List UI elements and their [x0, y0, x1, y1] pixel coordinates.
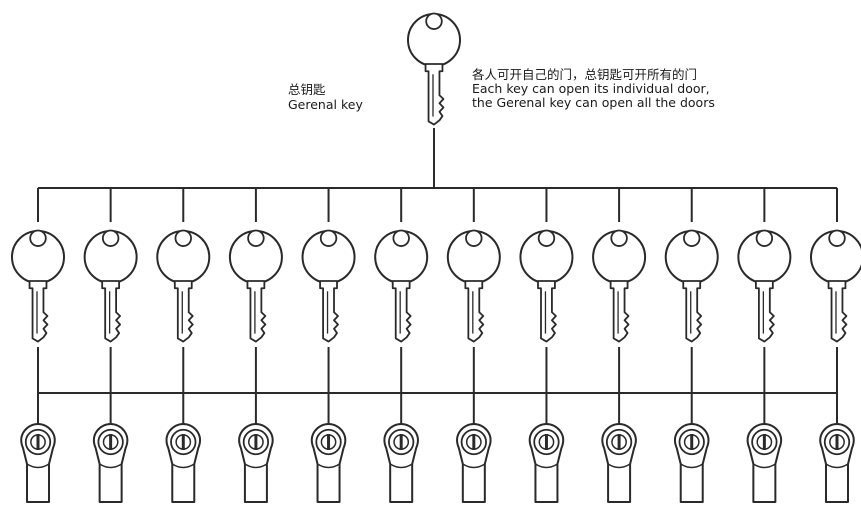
description-en-1: Each key can open its individual door, — [472, 81, 710, 96]
lock-cylinders — [20, 423, 855, 503]
individual-key-4 — [228, 229, 283, 343]
lock-cylinder-8 — [528, 423, 565, 503]
lock-cylinder-11 — [746, 423, 782, 503]
master-key-label-cn: 总钥匙 — [288, 82, 326, 97]
lock-cylinder-9 — [601, 423, 637, 503]
individual-key-2 — [83, 229, 138, 343]
lock-cylinder-10 — [674, 423, 710, 503]
description-en-2: the Gerenal key can open all the doors — [472, 95, 715, 110]
individual-key-6 — [374, 229, 429, 343]
description-text: 各人可开自己的门，总钥匙可开所有的门 Each key can open its… — [472, 68, 715, 110]
individual-key-11 — [737, 229, 792, 343]
connector-lines — [37, 128, 838, 424]
individual-key-1 — [11, 229, 65, 343]
master-key-label: 总钥匙 Gerenal key — [288, 82, 363, 112]
master-key-label-en: Gerenal key — [288, 97, 363, 112]
master-key — [407, 12, 461, 126]
lock-cylinder-1 — [20, 423, 56, 503]
lock-cylinder-12 — [819, 423, 855, 503]
lock-cylinder-2 — [93, 423, 129, 503]
individual-key-12 — [810, 229, 861, 343]
description-cn: 各人可开自己的门，总钥匙可开所有的门 — [472, 67, 698, 82]
lock-cylinder-4 — [238, 423, 274, 503]
lock-cylinder-7 — [456, 423, 492, 503]
individual-key-9 — [592, 229, 647, 343]
lock-cylinder-3 — [165, 423, 201, 503]
individual-key-10 — [664, 229, 719, 343]
master-key-icon — [407, 12, 461, 126]
lock-cylinder-5 — [310, 423, 347, 503]
lock-cylinder-6 — [383, 423, 419, 503]
individual-key-5 — [301, 229, 356, 343]
individual-key-8 — [519, 229, 574, 343]
individual-keys — [11, 229, 861, 343]
individual-key-7 — [446, 229, 501, 343]
individual-key-3 — [156, 229, 211, 343]
